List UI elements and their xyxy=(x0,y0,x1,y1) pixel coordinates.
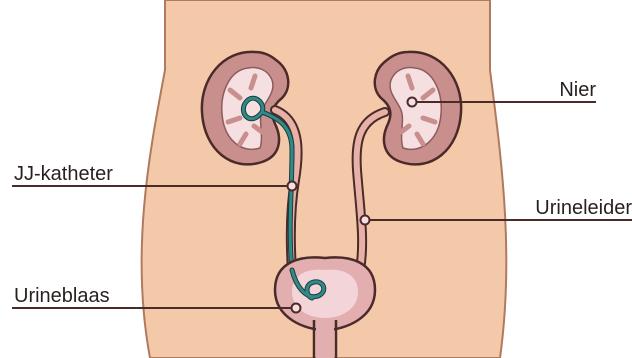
jj-catheter-label: JJ-katheter xyxy=(14,163,113,185)
ureter-label: Urineleider xyxy=(535,197,632,219)
kidney-label: Nier xyxy=(559,79,596,101)
bladder-label: Urineblaas xyxy=(14,285,110,307)
